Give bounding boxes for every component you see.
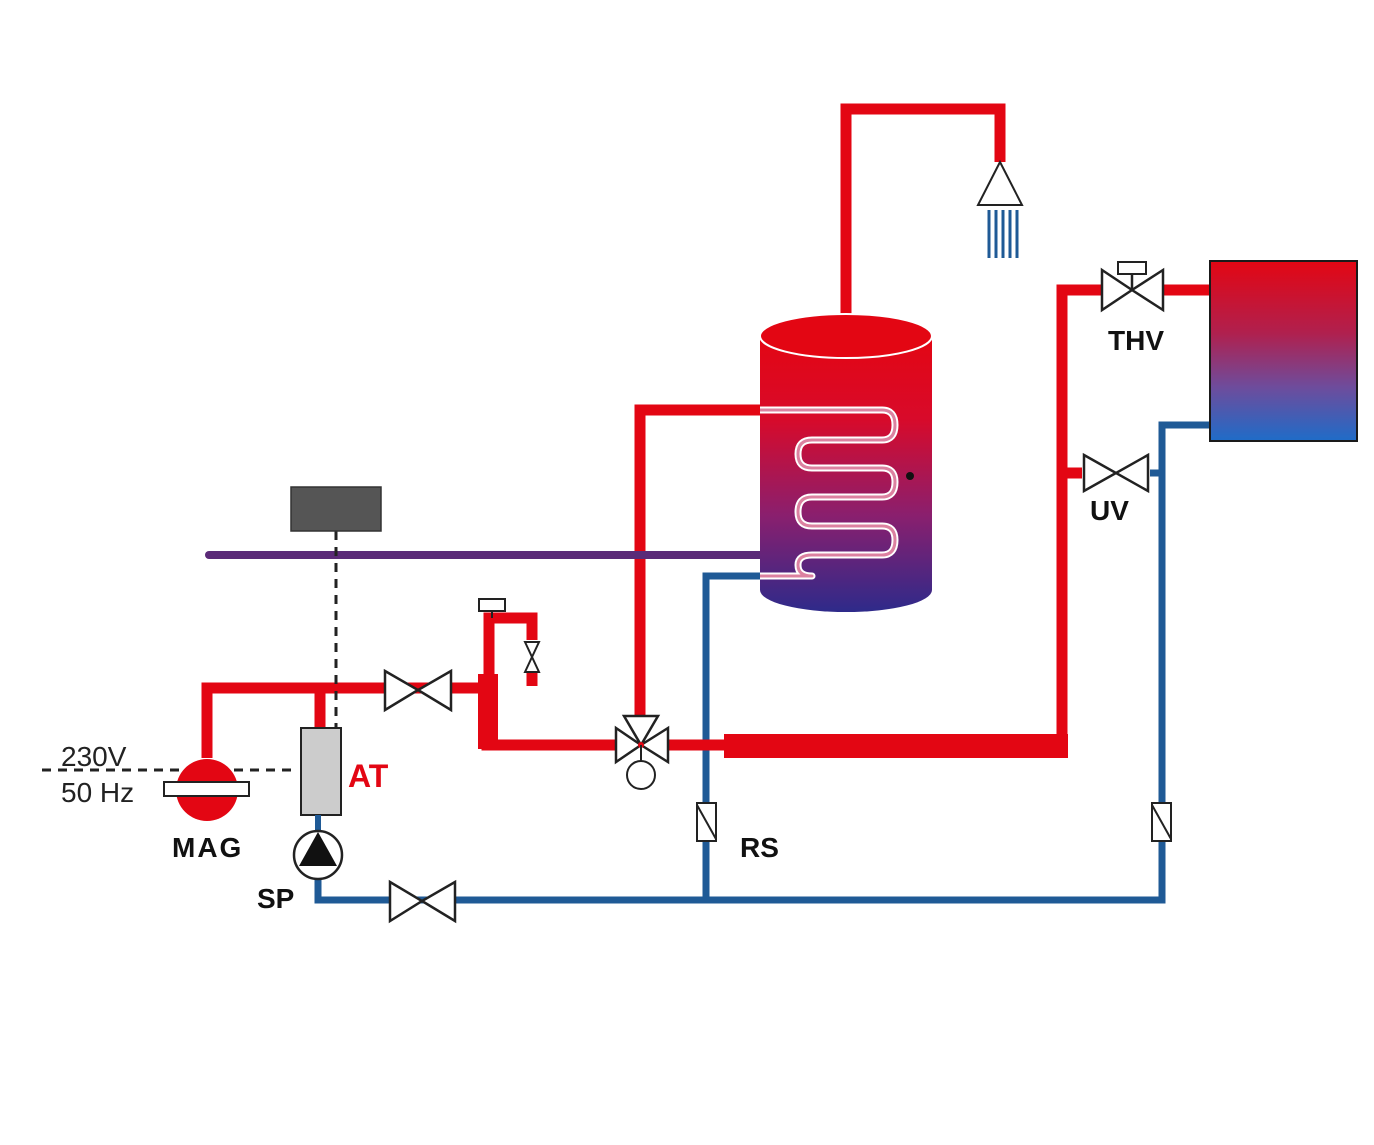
supply-manifold (478, 674, 498, 749)
frequency-label: 50 Hz (61, 777, 134, 808)
supply-main-pipe (724, 734, 1068, 758)
check-valve-icon-1 (696, 802, 717, 842)
pump-icon (292, 815, 344, 881)
thermostatic-valve-icon (1100, 261, 1165, 313)
rs-label: RS (740, 832, 779, 863)
at-unit (300, 727, 342, 816)
storage-tank (759, 313, 933, 612)
three-way-valve-icon (614, 714, 670, 790)
valve-icon-return (388, 879, 457, 924)
check-valve-icon-2 (1151, 802, 1172, 842)
sp-label: SP (257, 883, 294, 914)
controller-box (290, 486, 382, 532)
shower-head-icon (976, 159, 1024, 258)
supply-piping (201, 103, 1210, 758)
expansion-vessel-icon (163, 759, 250, 821)
radiator (1209, 260, 1358, 442)
voltage-label: 230V (61, 741, 127, 772)
tank-sensor (906, 472, 914, 480)
uv-label: UV (1090, 495, 1129, 526)
return-piping (314, 421, 1210, 904)
valve-icon-supply (383, 668, 453, 713)
thv-label: THV (1108, 325, 1164, 356)
control-wiring (42, 531, 338, 772)
safety-valve-icon (478, 598, 541, 673)
mag-label: MAG (172, 832, 243, 863)
valve-icon-uv (1082, 452, 1150, 494)
at-label: AT (348, 758, 389, 794)
